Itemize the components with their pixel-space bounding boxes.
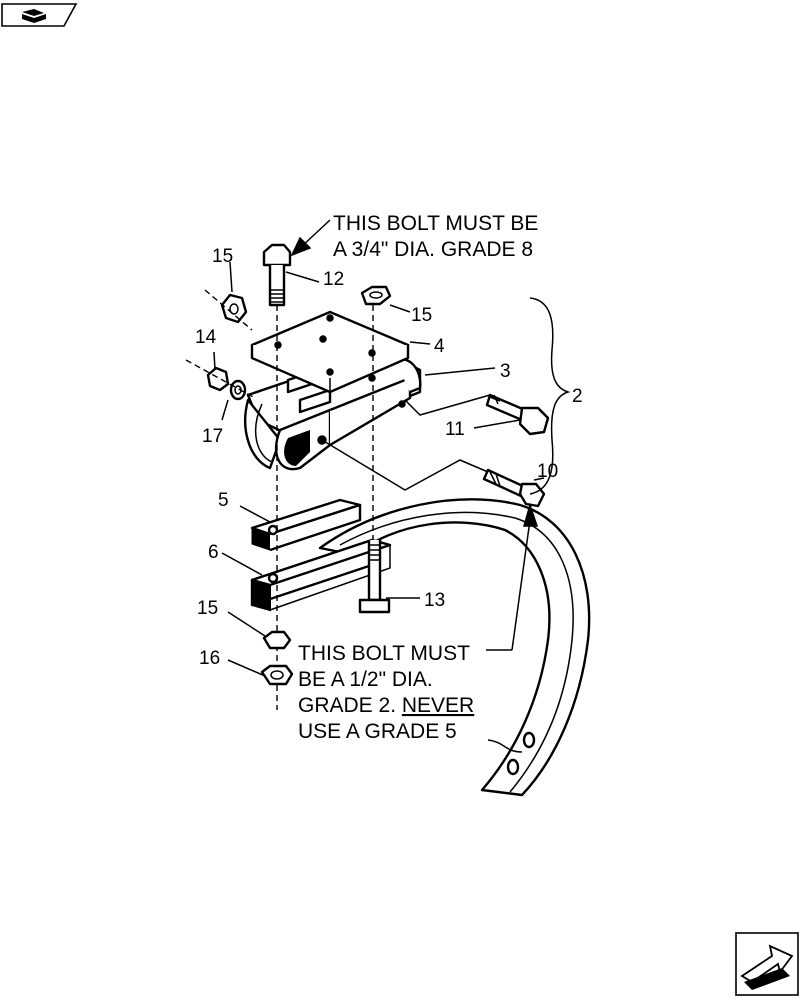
shank [318,498,591,797]
bottom-note-line4: USE A GRADE 5 [298,720,457,743]
callout-11: 11 [445,419,465,440]
bottom-note-line3: GRADE 2. NEVER [298,694,474,717]
bolt-10-axis [321,439,489,491]
callout-16: 16 [199,648,220,669]
callout-15-bottom: 15 [197,598,218,619]
part-5-upper-bar [250,498,362,552]
bolt-10 [482,468,546,508]
part-4-top-plate [250,310,410,394]
top-note-line2: A 3/4" DIA. GRADE 8 [333,238,533,261]
bottom-note-line2: BE A 1/2" DIA. [298,668,433,691]
nut-14 [206,366,230,392]
nut-15-left [220,293,248,324]
bottom-note-line1: THIS BOLT MUST [298,642,470,665]
bolt-13 [358,540,391,614]
top-note-arrow [290,219,331,257]
assembly-brace [529,297,571,495]
callout-13: 13 [424,590,445,611]
nut-15-top [360,285,392,306]
nut-16 [260,664,294,686]
callout-15-left: 15 [212,246,233,267]
book-page-icon[interactable] [1,3,78,27]
next-page-arrow-icon[interactable] [735,932,799,996]
callout-3: 3 [500,361,511,382]
bottom-note-line3-pre: GRADE 2. [298,694,402,717]
bottom-note-line3-emphasis: NEVER [402,694,474,717]
bottom-note-arrow [511,502,539,651]
callout-5: 5 [218,490,229,511]
nut-15-left-axis [204,289,253,331]
callout-6: 6 [208,542,219,563]
bolt-11 [485,393,550,436]
top-note-line1: THIS BOLT MUST BE [333,212,538,235]
leader-lines [213,261,545,753]
bolt-12 [262,243,292,307]
washer-17 [229,379,247,401]
callout-10: 10 [537,461,558,482]
nut-15-bottom [262,630,292,650]
callout-14: 14 [195,327,217,348]
callout-12: 12 [323,269,344,290]
callout-15-top: 15 [411,305,432,326]
callout-2: 2 [572,386,583,407]
pivot-axis-left [185,359,256,399]
callout-4: 4 [434,336,445,357]
callout-17: 17 [202,426,223,447]
bolt-11-axis [404,394,491,416]
